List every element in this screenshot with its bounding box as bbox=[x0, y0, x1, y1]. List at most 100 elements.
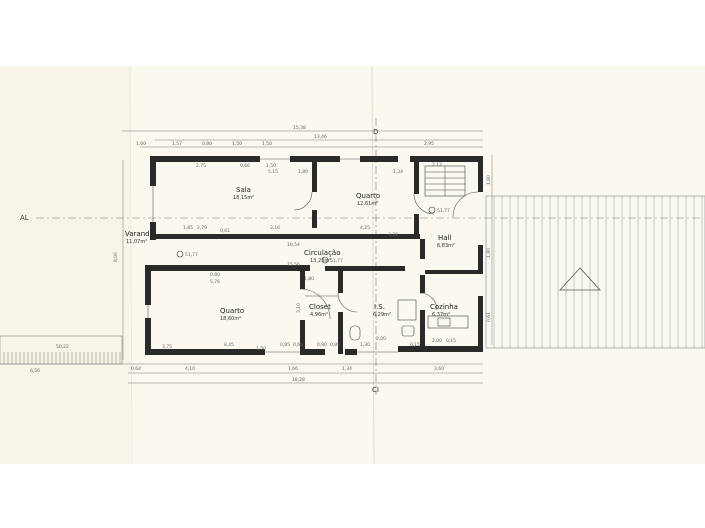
level-marker-closet: 51,77 bbox=[321, 256, 343, 264]
wall-closet-is-2 bbox=[338, 312, 343, 354]
kitchen-counter bbox=[427, 315, 469, 329]
dim-closet: 3,10 bbox=[296, 303, 302, 313]
level-marker-hall: 51,77 bbox=[428, 206, 450, 214]
room-name-sala: Sala bbox=[236, 186, 251, 194]
dim-hall: 2,12 bbox=[432, 162, 442, 168]
room-area-circulacao: 13,23m² bbox=[310, 258, 331, 264]
dim-sala: 1,50 bbox=[266, 163, 276, 169]
dim-top-total-1: 15,38 bbox=[293, 125, 306, 131]
svg-text:51,77: 51,77 bbox=[185, 252, 198, 258]
wall-lower-top-2 bbox=[325, 266, 405, 271]
room-name-closet: Closet bbox=[309, 303, 331, 311]
wall-lower-bottom bbox=[145, 349, 265, 355]
dim-top-seg: 2,95 bbox=[424, 141, 434, 147]
door-swing-is bbox=[337, 292, 358, 313]
dim-quarto: 3,38 bbox=[388, 232, 398, 238]
dim-closet: 0,85 bbox=[330, 342, 340, 348]
roof-marker-triangle bbox=[559, 267, 601, 291]
room-area-quarto-1: 12,61m² bbox=[357, 201, 378, 207]
level-marker-varanda: 51,77 bbox=[176, 250, 198, 258]
paper-shade-left bbox=[0, 66, 130, 464]
section-marker-bottom: CI bbox=[372, 386, 379, 394]
wall-hall-cozinha bbox=[425, 270, 483, 274]
dim-circulacao-length: 10,54 bbox=[287, 242, 300, 248]
ramp-lines bbox=[3, 352, 121, 364]
dim-bottom-seg: 1,66 bbox=[288, 366, 298, 372]
sink-fixture bbox=[401, 325, 415, 337]
wall-quarto2-closet-2 bbox=[300, 320, 305, 354]
wall-left-upper-2 bbox=[150, 222, 156, 240]
dim-is: 2,00 bbox=[376, 336, 386, 342]
room-area-sala: 18,15m² bbox=[233, 195, 254, 201]
room-area-varanda: 11,07m² bbox=[126, 239, 147, 245]
wall-quarto2-closet bbox=[300, 271, 305, 289]
dim-bottom-seg: 4,10 bbox=[185, 366, 195, 372]
paper-fold bbox=[371, 65, 375, 465]
room-name-varanda: Varanda bbox=[125, 230, 154, 238]
door-swing-sala bbox=[293, 191, 313, 211]
svg-text:51,77: 51,77 bbox=[437, 208, 450, 214]
dim-quarto: 1,34 bbox=[393, 169, 403, 175]
room-area-quarto-2: 18,60m² bbox=[220, 316, 241, 322]
room-area-is: 6,29m² bbox=[373, 312, 391, 318]
paper-fold bbox=[129, 65, 133, 465]
dim-right-seg: 1,80 bbox=[486, 248, 492, 258]
dim-sala: 0,66 bbox=[240, 163, 250, 169]
stairs bbox=[424, 165, 466, 197]
wall-top-quarto bbox=[290, 156, 340, 162]
room-area-cozinha: 6,37m² bbox=[432, 312, 450, 318]
dim-bottom-seg: 3,60 bbox=[434, 366, 444, 372]
room-name-is: I.S. bbox=[374, 303, 385, 311]
dim-closet: 1,80 bbox=[304, 276, 314, 282]
dim-sala-bottom: 3,16 bbox=[270, 225, 280, 231]
section-marker-top: D bbox=[373, 128, 378, 136]
room-name-quarto-2: Quarto bbox=[220, 307, 244, 315]
wall-quarto-right bbox=[414, 156, 419, 194]
dim-left-total: 8,00 bbox=[113, 252, 119, 262]
wall-top-quarto-2 bbox=[360, 156, 398, 162]
room-name-circulacao: Circulação bbox=[304, 249, 341, 257]
dim-quarto2: 0,80 bbox=[210, 272, 220, 278]
room-area-closet: 4,96m² bbox=[310, 312, 328, 318]
dim-quarto2: 0,65 bbox=[293, 342, 303, 348]
dim-quarto2: 0,85 bbox=[280, 342, 290, 348]
dim-is: 0,15 bbox=[410, 342, 420, 348]
dim-circulacao-width: 15,56 bbox=[287, 262, 300, 268]
dim-top-seg: 1,50 bbox=[262, 141, 272, 147]
dim-quarto2: 3,75 bbox=[162, 344, 172, 350]
svg-text:51,77: 51,77 bbox=[330, 258, 343, 264]
dim-top-seg: 1,50 bbox=[232, 141, 242, 147]
wall-lower-top bbox=[145, 265, 310, 271]
dim-quarto: 4,25 bbox=[360, 225, 370, 231]
toilet-fixture bbox=[349, 325, 361, 341]
dim-top-seg: 0,80 bbox=[202, 141, 212, 147]
kitchen-sink bbox=[437, 317, 451, 327]
dim-closet: 0,80 bbox=[317, 342, 327, 348]
dim-bottom-seg: 6,56 bbox=[30, 368, 40, 374]
room-area-hall: 6,83m² bbox=[437, 243, 455, 249]
dim-top-seg: 1,57 bbox=[172, 141, 182, 147]
wall-hall-right-2 bbox=[478, 245, 483, 270]
dim-is: 1,30 bbox=[360, 342, 370, 348]
dim-sala: 5,15 bbox=[268, 169, 278, 175]
section-marker-left: AL bbox=[20, 214, 29, 222]
dim-sala-bottom: 1,85 bbox=[183, 225, 193, 231]
dim-sala-bottom: 2,79 bbox=[197, 225, 207, 231]
room-name-cozinha: Cozinha bbox=[430, 303, 458, 311]
door-swing-hall bbox=[452, 191, 479, 218]
wall-top-hall bbox=[410, 156, 483, 162]
dim-right-seg: 1,80 bbox=[486, 175, 492, 185]
wall-hall-right bbox=[478, 156, 483, 192]
dim-top-total-2: 13,46 bbox=[314, 134, 327, 140]
wall-upper-bottom bbox=[150, 234, 420, 239]
dim-sala: 2,75 bbox=[196, 163, 206, 169]
wall-sala-quarto bbox=[312, 162, 317, 192]
door-swing-cozinha bbox=[419, 292, 438, 311]
dim-bottom-total: 18,28 bbox=[292, 377, 305, 383]
shower-fixture bbox=[397, 299, 417, 321]
wall-sala-quarto-2 bbox=[312, 210, 317, 228]
wall-left-upper bbox=[150, 156, 156, 186]
level-ramp: 50,22 bbox=[56, 344, 69, 350]
wall-left-lower bbox=[145, 265, 151, 305]
